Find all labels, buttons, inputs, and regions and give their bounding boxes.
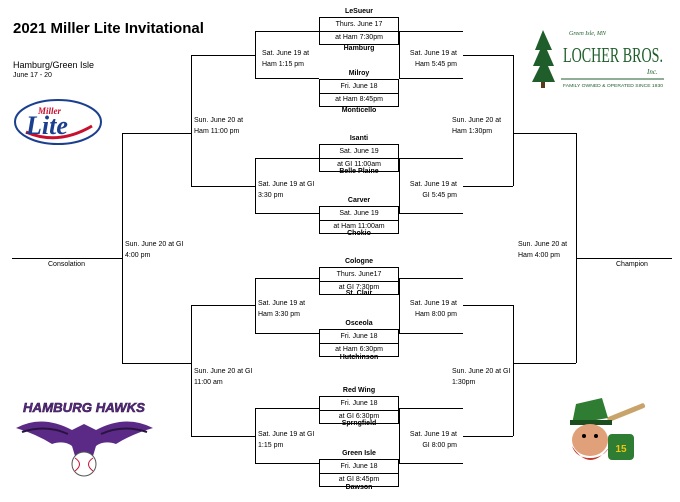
svg-text:Green Isle, MN: Green Isle, MN [569, 31, 607, 37]
champion-label: Champion [616, 261, 648, 268]
note-r2-r3: Sat. June 19 at Ham 8:00 pm [409, 300, 457, 318]
team-osceola: Osceola [345, 320, 373, 327]
team-dawson: Dawson [345, 484, 373, 491]
leprechaun-mascot-logo: 15 [560, 394, 648, 472]
game-box-7: Fri. June 18 at GI 6:30pm [319, 396, 399, 424]
game-time: at GI 8:45pm [338, 476, 380, 483]
game-date: Thurs. June17 [336, 271, 382, 278]
miller-lite-logo: Miller Lite [12, 96, 104, 148]
game-time: at Ham 6:30pm [335, 346, 383, 353]
game-box-3: Sat. June 19 at GI 11:00am [319, 144, 399, 172]
team-springfield: Sprngfield [341, 420, 377, 427]
team-green-isle: Green Isle [342, 450, 376, 457]
consolation-label: Consolation [48, 261, 85, 268]
game-date: Fri. June 18 [340, 333, 378, 340]
game-box-4: Sat. June 19 at Ham 11:00am [319, 206, 399, 234]
game-date: Thurs. June 17 [335, 21, 383, 28]
note-r2-l1: Sat. June 19 at Ham 1:15 pm [262, 50, 310, 68]
team-belle-plaine: Belle Plaine [339, 168, 379, 175]
game-box-1: Thurs. June 17 at Ham 7:30pm [319, 17, 399, 45]
note-r2-l3: Sat. June 19 at Ham 3:30 pm [258, 300, 306, 318]
note-final-right: Sun. June 20 at Ham 4:00 pm [518, 241, 568, 259]
team-milroy: Milroy [348, 70, 370, 77]
team-cologne: Cologne [345, 258, 373, 265]
note-r2-l2: Sat. June 19 at GI 3:30 pm [258, 181, 315, 199]
team-hamburg: Hamburg [343, 45, 375, 52]
game-date: Fri. June 18 [340, 400, 378, 407]
note-r3-r2: Sun. June 20 at GI 1:30pm [452, 368, 511, 386]
game-box-2: Fri. June 18 at Ham 8:45pm [319, 79, 399, 107]
locher-bros-logo: Green Isle, MN LOCHER BROS. Inc. FAMILY … [531, 26, 666, 94]
team-st-clair: St. Clair [345, 290, 373, 297]
game-time: at Ham 8:45pm [335, 96, 383, 103]
game-time: at GI 6:30pm [338, 413, 380, 420]
svg-text:Lite: Lite [25, 111, 68, 140]
page-title: 2021 Miller Lite Invitational [13, 20, 204, 37]
hamburg-hawks-logo: HAMBURG HAWKS [12, 394, 157, 480]
game-box-5: Thurs. June17 at GI 7:30pm [319, 267, 399, 295]
team-hutchinson: Hutchinson [339, 354, 379, 361]
team-carver: Carver [347, 197, 371, 204]
game-date: Fri. June 18 [340, 463, 378, 470]
note-r3-r1: Sun. June 20 at Ham 1:30pm [452, 117, 502, 135]
tournament-location: Hamburg/Green Isle [13, 60, 95, 70]
game-box-8: Fri. June 18 at GI 8:45pm [319, 459, 399, 487]
svg-text:HAMBURG HAWKS: HAMBURG HAWKS [23, 400, 145, 415]
game-date: Sat. June 19 [339, 148, 379, 155]
svg-text:Miller: Miller [37, 106, 61, 116]
note-r3-l2: Sun. June 20 at GI 11:00 am [194, 368, 253, 386]
team-chokio: Chokio [347, 230, 371, 237]
game-time: at GI 11:00am [337, 161, 381, 168]
game-time: at Ham 11:00am [333, 223, 385, 230]
note-r2-r4: Sat. June 19 at GI 8:00 pm [409, 431, 457, 449]
note-final-left: Sun. June 20 at GI 4:00 pm [125, 241, 184, 259]
tournament-dates: June 17 - 20 [13, 72, 52, 79]
game-date: Fri. June 18 [340, 83, 378, 90]
svg-text:LOCHER BROS.: LOCHER BROS. [563, 43, 663, 67]
svg-text:Inc.: Inc. [646, 68, 658, 76]
note-r3-l1: Sun. June 20 at Ham 11:00 pm [194, 117, 244, 135]
team-monticello: Monticello [341, 107, 377, 114]
note-r2-r1: Sat. June 19 at Ham 5:45 pm [409, 50, 457, 68]
svg-text:15: 15 [615, 444, 627, 455]
game-box-6: Fri. June 18 at Ham 6:30pm [319, 329, 399, 357]
note-r2-l4: Sat. June 19 at GI 1:15 pm [258, 431, 315, 449]
note-r2-r2: Sat. June 19 at GI 5:45 pm [409, 181, 457, 199]
team-isanti: Isanti [349, 135, 369, 142]
game-date: Sat. June 19 [339, 210, 379, 217]
game-time: at GI 7:30pm [338, 284, 380, 291]
team-red-wing: Red Wing [342, 387, 376, 394]
team-lesueur: LeSueur [344, 8, 373, 15]
svg-text:FAMILY OWNED & OPERATED SINCE: FAMILY OWNED & OPERATED SINCE 1930 [563, 83, 664, 88]
game-time: at Ham 7:30pm [335, 34, 383, 41]
